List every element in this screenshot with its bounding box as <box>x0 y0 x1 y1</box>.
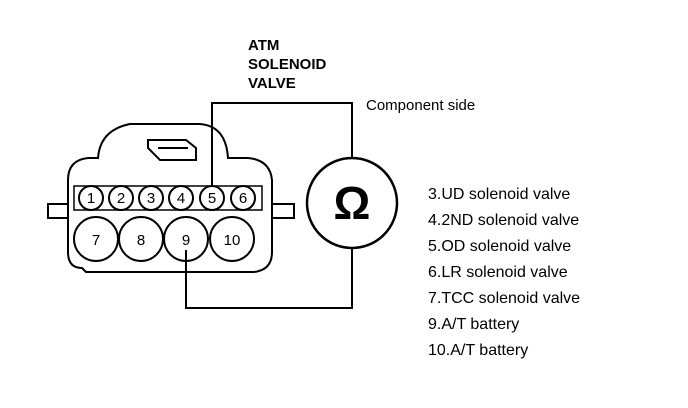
lead-pin-9 <box>185 248 353 309</box>
pin-7: 7 <box>73 216 119 262</box>
pin-2: 2 <box>108 185 134 211</box>
ohmmeter: Ω <box>305 156 399 250</box>
pin-1-label: 1 <box>87 190 95 207</box>
pin-3-label: 3 <box>147 190 155 207</box>
pin-1: 1 <box>78 185 104 211</box>
lead-pin-5 <box>211 102 353 186</box>
legend-item: 5.OD solenoid valve <box>428 238 571 255</box>
title-line-1: ATM <box>248 37 279 54</box>
legend-item: 6.LR solenoid valve <box>428 264 568 281</box>
pin-6-label: 6 <box>239 190 247 207</box>
ohm-icon: Ω <box>334 177 371 229</box>
pin-2-label: 2 <box>117 190 125 207</box>
legend-item: 4.2ND solenoid valve <box>428 212 579 229</box>
legend-item: 10.A/T battery <box>428 342 528 359</box>
pin-6: 6 <box>230 185 256 211</box>
connector-housing <box>47 123 295 273</box>
legend-item: 7.TCC solenoid valve <box>428 290 580 307</box>
test-leads <box>185 102 353 309</box>
pin-10-label: 10 <box>224 232 241 249</box>
title-line-2: SOLENOID <box>248 56 327 73</box>
pin-legend: 3.UD solenoid valve 4.2ND solenoid valve… <box>428 186 580 359</box>
legend-item: 3.UD solenoid valve <box>428 186 570 203</box>
pin-8: 8 <box>118 216 164 262</box>
pin-8-label: 8 <box>137 232 145 249</box>
pin-7-label: 7 <box>92 232 100 249</box>
pin-4: 4 <box>168 185 194 211</box>
component-side-label: Component side <box>366 97 475 114</box>
pin-9-label: 9 <box>182 232 190 249</box>
pin-5-label: 5 <box>208 190 216 207</box>
legend-item: 9.A/T battery <box>428 316 519 333</box>
pin-5: 5 <box>199 185 225 211</box>
title-line-3: VALVE <box>248 75 296 92</box>
pin-3: 3 <box>138 185 164 211</box>
pin-10: 10 <box>209 216 255 262</box>
pin-4-label: 4 <box>177 190 185 207</box>
